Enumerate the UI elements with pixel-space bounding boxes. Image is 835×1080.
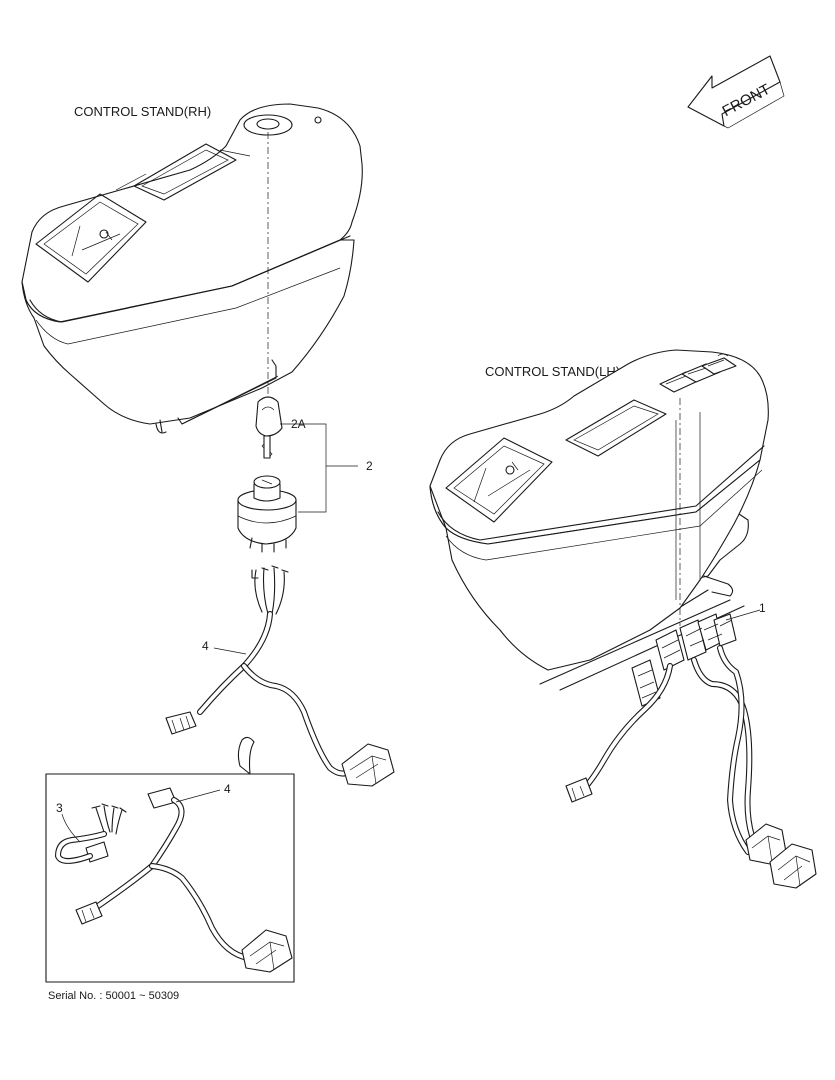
wire-harness-rh [165, 565, 395, 787]
leader-4-inset [175, 789, 221, 803]
leader-1 [725, 609, 761, 621]
front-arrow-icon: FRONT [687, 55, 785, 129]
callout-bracket-2 [280, 423, 358, 513]
wire-harness-lh [565, 613, 817, 889]
leader-3 [61, 813, 81, 843]
callout-4-inset: 4 [224, 782, 231, 796]
inset-harness [55, 787, 293, 973]
callout-4-rh: 4 [202, 639, 209, 653]
detail-inset-frame [45, 773, 295, 983]
callout-2: 2 [366, 459, 373, 473]
control-stand-lh-label: CONTROL STAND(LH) [485, 364, 620, 379]
control-stand-lh [429, 349, 769, 691]
callout-3: 3 [56, 801, 63, 815]
control-stand-rh-label: CONTROL STAND(RH) [74, 104, 211, 119]
control-stand-rh [21, 103, 363, 434]
ignition-switch [237, 475, 297, 553]
callout-2a: 2A [291, 417, 306, 431]
leader-4-rh [213, 647, 247, 655]
callout-1: 1 [759, 601, 766, 615]
ignition-key [255, 396, 283, 459]
detail-arrow-icon [237, 736, 255, 775]
serial-number-note: Serial No. : 50001 ~ 50309 [48, 990, 179, 1002]
